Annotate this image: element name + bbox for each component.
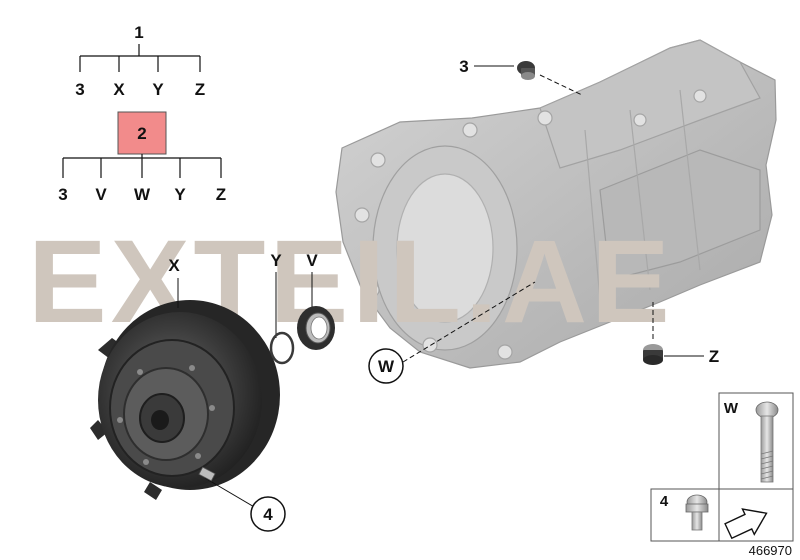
callout-3-label: 3: [459, 57, 468, 76]
legend-box-bolt-w: W: [718, 392, 794, 490]
o-ring: [269, 272, 295, 365]
shaft-seal: [297, 272, 335, 350]
callout-4: 4: [250, 496, 286, 532]
arrow-symbol-icon: [724, 508, 768, 540]
callout-z-label: Z: [709, 347, 719, 366]
legend-box-bolt-4: 4: [650, 488, 720, 542]
tree1-child-x: X: [113, 80, 125, 99]
drain-plug-bottom: [643, 302, 704, 365]
torque-converter: [90, 278, 280, 509]
watermark-text: EXTEIL.AE: [28, 216, 674, 348]
legend-w-label: W: [724, 400, 739, 417]
tree1-root-label: 1: [134, 23, 143, 42]
tree1-child-y: Y: [152, 80, 164, 99]
tree2-root-label: 2: [137, 124, 146, 143]
callout-w: W: [368, 281, 536, 384]
legend-4-label: 4: [660, 493, 669, 510]
tree1-child-z: Z: [195, 80, 205, 99]
tree2-child-w: W: [134, 185, 151, 204]
tree2-connectors: [62, 154, 222, 178]
tree2-child-v: V: [95, 185, 107, 204]
callout-v-label: V: [306, 251, 318, 270]
callout-4-label: 4: [263, 505, 273, 524]
drain-plug-top: [474, 61, 583, 96]
diagram-reference-number: 466970: [749, 543, 792, 558]
transmission-gearbox: [335, 39, 777, 369]
callout-y-label: Y: [270, 251, 282, 270]
tree1-connectors: [79, 44, 201, 72]
hierarchy-tree-1: 1 3 X Y Z: [75, 23, 205, 99]
legend-box-arrow: [718, 488, 794, 542]
hierarchy-tree-2: 2 3 V W Y Z: [58, 111, 226, 204]
tree2-child-z: Z: [216, 185, 226, 204]
callout-x-label: X: [168, 256, 180, 275]
tree2-child-3: 3: [58, 185, 67, 204]
callout-w-label: W: [378, 357, 395, 376]
tree1-child-3: 3: [75, 80, 84, 99]
tree2-child-y: Y: [174, 185, 186, 204]
